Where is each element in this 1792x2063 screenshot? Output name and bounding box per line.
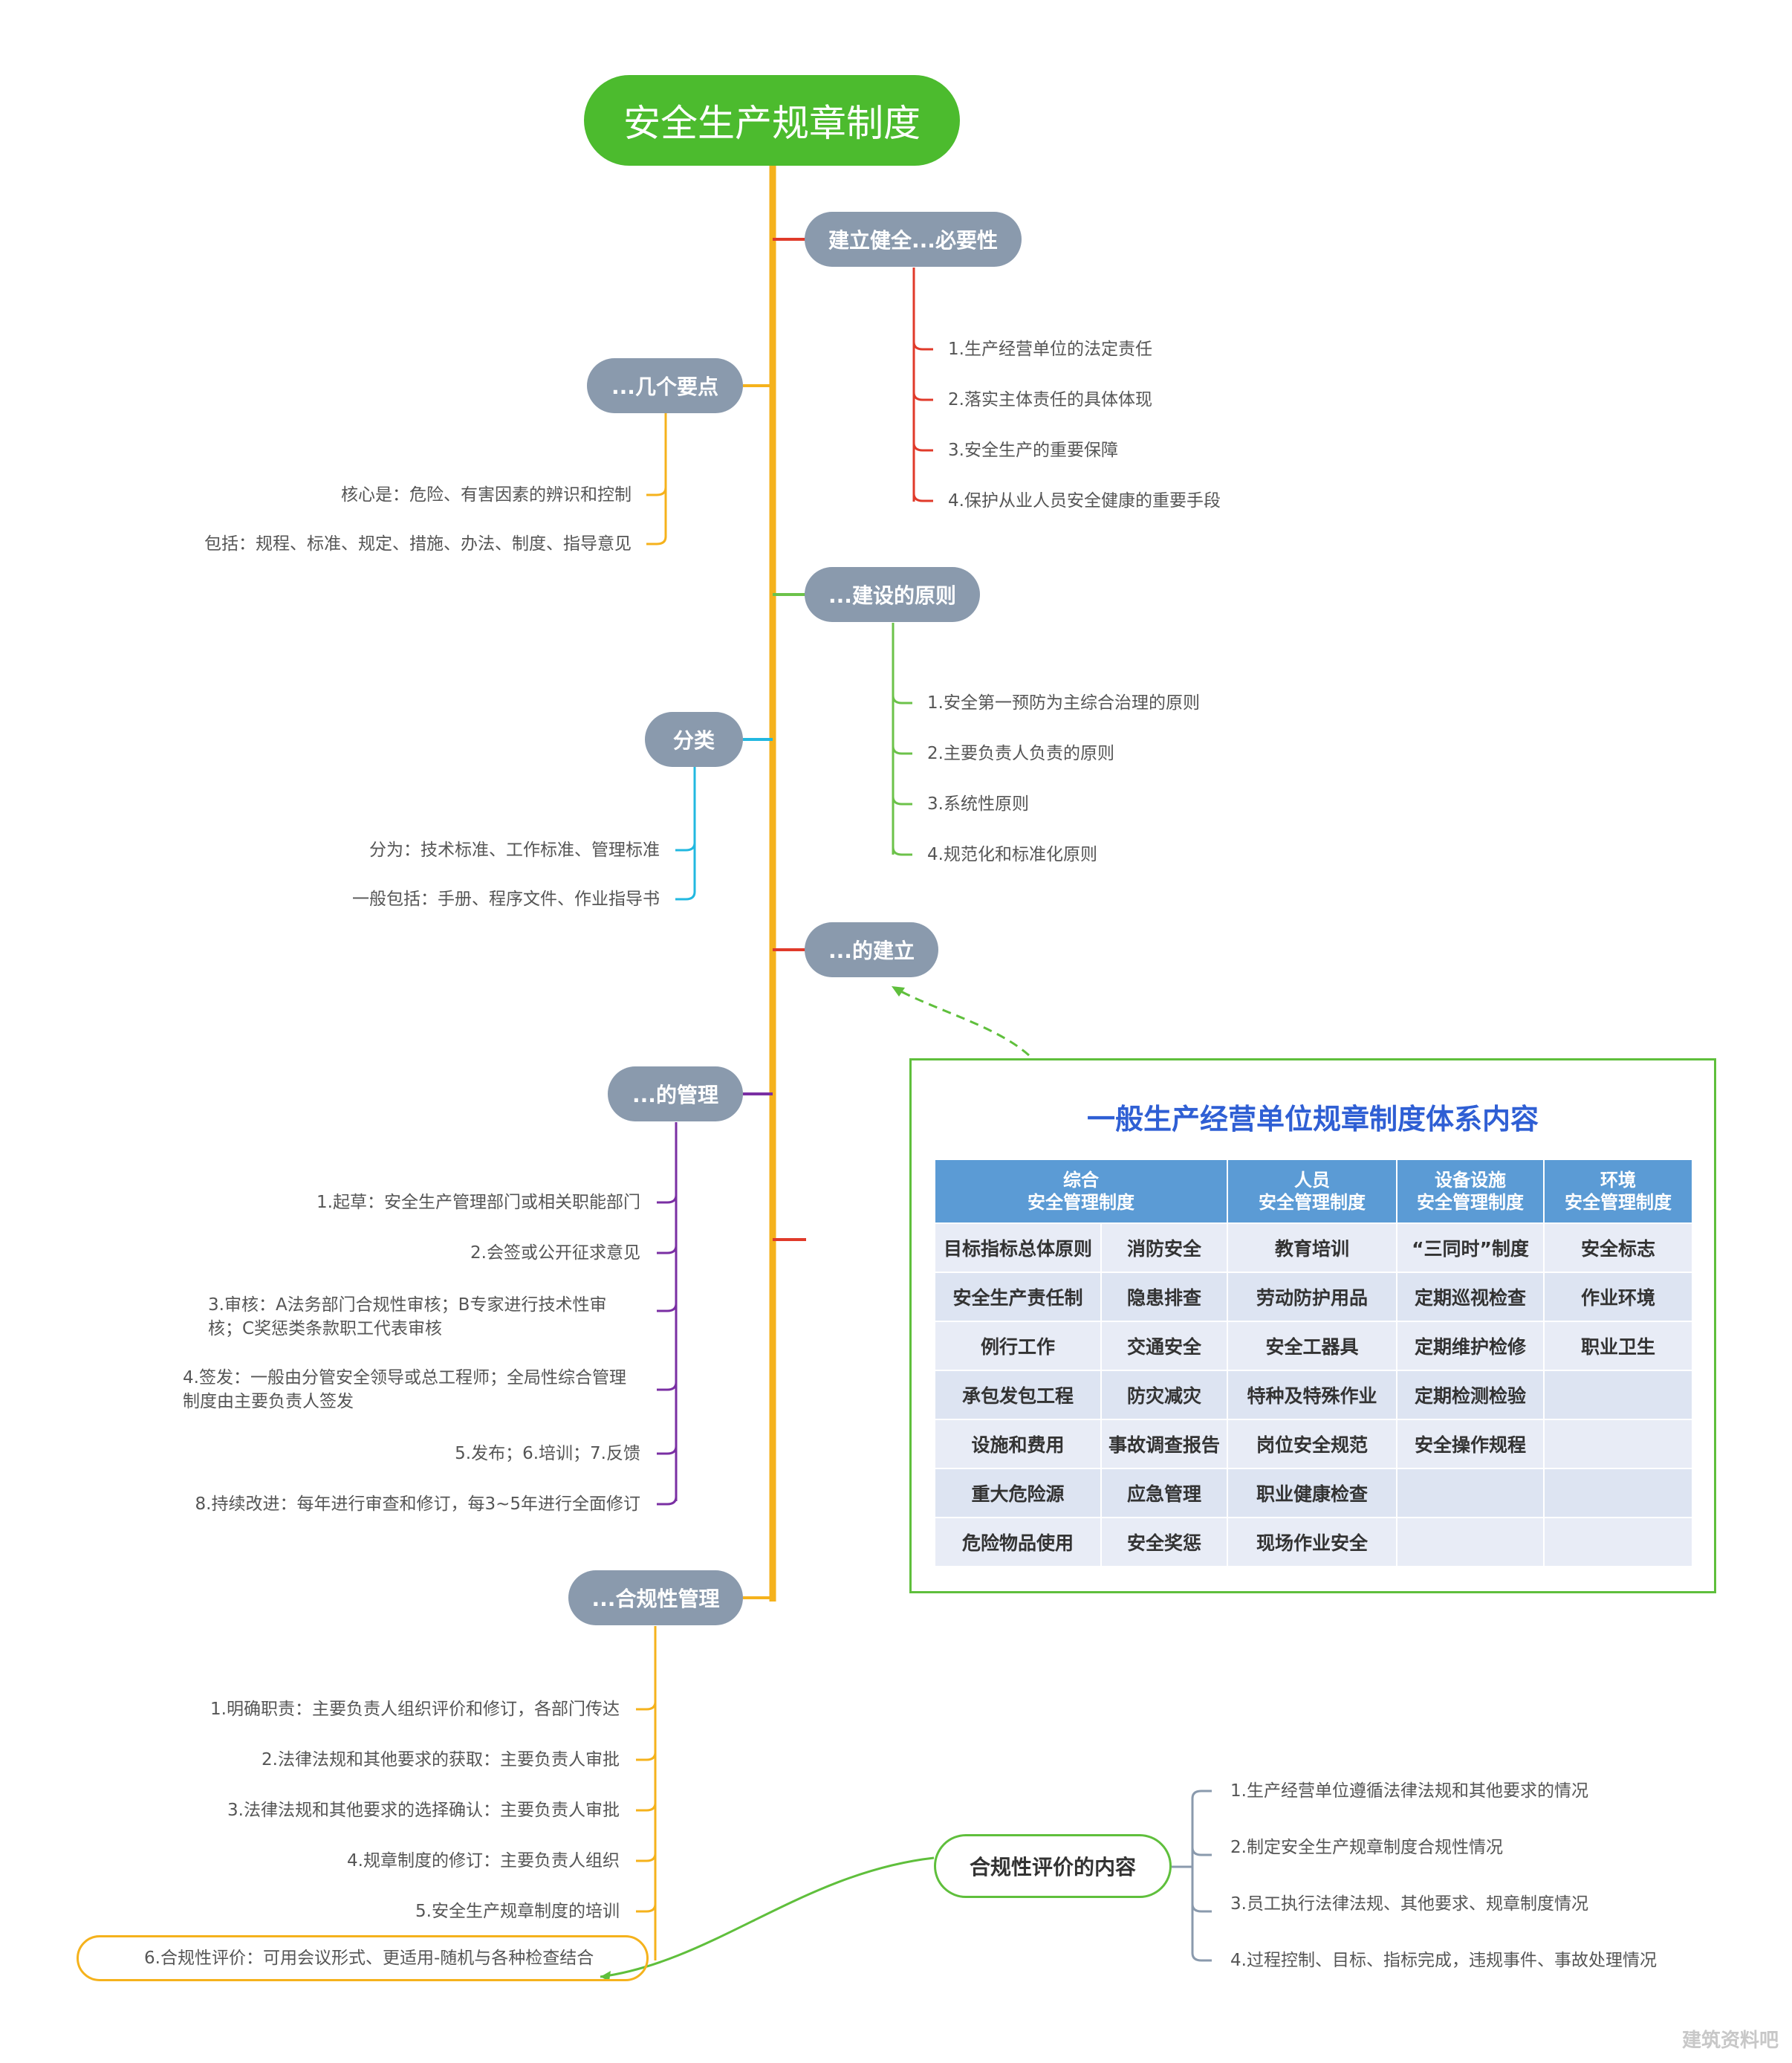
evaluation-item-3: 3.员工执行法律法规、其他要求、规章制度情况	[1230, 1894, 1588, 1914]
table-cell: 防灾减灾	[1100, 1370, 1228, 1420]
branch-establishment[interactable]: ...的建立	[805, 922, 938, 977]
table-header-cell: 设备设施 安全管理制度	[1396, 1159, 1545, 1224]
system-table: 综合 安全管理制度 人员 安全管理制度 设备设施 安全管理制度 环境 安全管理制…	[933, 1159, 1693, 1567]
branch-management[interactable]: ...的管理	[608, 1066, 743, 1121]
table-cell	[1396, 1517, 1545, 1567]
branch-points[interactable]: ...几个要点	[587, 358, 743, 413]
table-cell: 定期维护检修	[1396, 1321, 1545, 1371]
evaluation-item-2: 2.制定安全生产规章制度合规性情况	[1230, 1838, 1503, 1857]
table-cell: 定期巡视检查	[1396, 1272, 1545, 1322]
table-cell: 安全生产责任制	[933, 1272, 1103, 1322]
principles-item-4: 4.规范化和标准化原则	[927, 845, 1097, 864]
system-table-panel: 一般生产经营单位规章制度体系内容 综合 安全管理制度 人员 安全管理制度 设备设…	[909, 1058, 1716, 1593]
table-header-cell: 环境 安全管理制度	[1543, 1159, 1693, 1224]
table-cell: 职业健康检查	[1227, 1468, 1397, 1518]
table-cell: 事故调查报告	[1100, 1419, 1228, 1469]
watermark-logo: 建筑资料吧	[1681, 2030, 1779, 2052]
table-row: 目标指标总体原则消防安全教育培训“三同时”制度安全标志	[933, 1222, 1693, 1273]
necessity-item-2: 2.落实主体责任的具体体现	[948, 390, 1152, 409]
points-item-2: 包括：规程、标准、规定、措施、办法、制度、指导意见	[204, 534, 632, 554]
branch-classification[interactable]: 分类	[645, 712, 743, 767]
table-row: 例行工作交通安全安全工器具定期维护检修职业卫生	[933, 1321, 1693, 1371]
table-cell	[1543, 1468, 1693, 1518]
necessity-item-3: 3.安全生产的重要保障	[948, 441, 1118, 460]
table-cell: “三同时”制度	[1396, 1222, 1545, 1273]
table-header-cell: 综合 安全管理制度	[934, 1159, 1228, 1224]
table-cell: 应急管理	[1100, 1468, 1228, 1518]
table-cell: 安全奖惩	[1100, 1517, 1228, 1567]
compliance-item-3: 3.法律法规和其他要求的选择确认：主要负责人审批	[227, 1801, 620, 1820]
principles-item-3: 3.系统性原则	[927, 794, 1029, 814]
branch-compliance[interactable]: ...合规性管理	[568, 1570, 743, 1625]
table-cell: 交通安全	[1100, 1321, 1228, 1371]
management-item-5: 5.发布；6.培训；7.反馈	[455, 1444, 640, 1463]
table-cell: 承包发包工程	[933, 1370, 1103, 1420]
table-header-cell: 人员 安全管理制度	[1227, 1159, 1397, 1224]
table-cell: 消防安全	[1100, 1222, 1228, 1273]
management-item-1: 1.起草：安全生产管理部门或相关职能部门	[316, 1193, 640, 1212]
compliance-item-4: 4.规章制度的修订：主要负责人组织	[347, 1851, 620, 1871]
branch-necessity[interactable]: 建立健全...必要性	[805, 212, 1022, 267]
table-header-row: 综合 安全管理制度 人员 安全管理制度 设备设施 安全管理制度 环境 安全管理制…	[934, 1159, 1693, 1224]
evaluation-node[interactable]: 合规性评价的内容	[934, 1834, 1172, 1898]
table-cell	[1396, 1468, 1545, 1518]
table-cell: 例行工作	[933, 1321, 1103, 1371]
classification-item-1: 分为：技术标准、工作标准、管理标准	[369, 841, 660, 860]
table-cell: 职业卫生	[1543, 1321, 1693, 1371]
system-table-title: 一般生产经营单位规章制度体系内容	[1086, 1103, 1539, 1136]
root-node[interactable]: 安全生产规章制度	[584, 75, 960, 166]
table-cell	[1543, 1370, 1693, 1420]
table-cell: 重大危险源	[933, 1468, 1103, 1518]
classification-item-2: 一般包括：手册、程序文件、作业指导书	[352, 890, 660, 909]
compliance-item-6: 6.合规性评价：可用会议形式、更适用-随机与各种检查结合	[144, 1949, 594, 1968]
table-row: 危险物品使用安全奖惩现场作业安全	[933, 1517, 1693, 1567]
table-cell: 劳动防护用品	[1227, 1272, 1397, 1322]
management-item-3: 3.审核：A法务部门合规性审核；B专家进行技术性审核；C奖惩类条款职工代表审核	[208, 1295, 607, 1338]
points-item-1: 核心是：危险、有害因素的辨识和控制	[341, 485, 632, 505]
table-cell: 安全工器具	[1227, 1321, 1397, 1371]
compliance-item-6-frame	[77, 1935, 649, 1981]
table-cell: 作业环境	[1543, 1272, 1693, 1322]
necessity-item-1: 1.生产经营单位的法定责任	[948, 340, 1152, 359]
management-item-2: 2.会签或公开征求意见	[470, 1243, 640, 1263]
table-cell: 教育培训	[1227, 1222, 1397, 1273]
table-row: 承包发包工程防灾减灾特种及特殊作业定期检测检验	[933, 1370, 1693, 1420]
table-cell: 目标指标总体原则	[933, 1222, 1103, 1273]
table-cell: 特种及特殊作业	[1227, 1370, 1397, 1420]
management-item-4: 4.签发：一般由分管安全领导或总工程师；全局性综合管理制度由主要负责人签发	[183, 1368, 626, 1411]
principles-item-2: 2.主要负责人负责的原则	[927, 744, 1114, 763]
principles-item-1: 1.安全第一预防为主综合治理的原则	[927, 693, 1200, 713]
table-cell: 岗位安全规范	[1227, 1419, 1397, 1469]
compliance-item-5: 5.安全生产规章制度的培训	[415, 1902, 620, 1921]
table-cell	[1543, 1419, 1693, 1469]
branch-principles[interactable]: ...建设的原则	[805, 567, 980, 622]
necessity-item-4: 4.保护从业人员安全健康的重要手段	[948, 491, 1221, 511]
compliance-item-2: 2.法律法规和其他要求的获取：主要负责人审批	[262, 1750, 620, 1769]
table-cell: 定期检测检验	[1396, 1370, 1545, 1420]
table-cell: 安全标志	[1543, 1222, 1693, 1273]
table-cell: 危险物品使用	[933, 1517, 1103, 1567]
table-cell: 安全操作规程	[1396, 1419, 1545, 1469]
table-cell: 隐患排查	[1100, 1272, 1228, 1322]
table-cell	[1543, 1517, 1693, 1567]
table-row: 安全生产责任制隐患排查劳动防护用品定期巡视检查作业环境	[933, 1272, 1693, 1322]
table-cell: 设施和费用	[933, 1419, 1103, 1469]
evaluation-item-1: 1.生产经营单位遵循法律法规和其他要求的情况	[1230, 1781, 1588, 1801]
table-row: 重大危险源应急管理职业健康检查	[933, 1468, 1693, 1518]
management-item-6: 8.持续改进：每年进行审查和修订，每3~5年进行全面修订	[195, 1494, 640, 1514]
table-row: 设施和费用事故调查报告岗位安全规范安全操作规程	[933, 1419, 1693, 1469]
evaluation-item-4: 4.过程控制、目标、指标完成，违规事件、事故处理情况	[1230, 1951, 1657, 1970]
table-cell: 现场作业安全	[1227, 1517, 1397, 1567]
compliance-item-1: 1.明确职责：主要负责人组织评价和修订，各部门传达	[210, 1700, 620, 1719]
